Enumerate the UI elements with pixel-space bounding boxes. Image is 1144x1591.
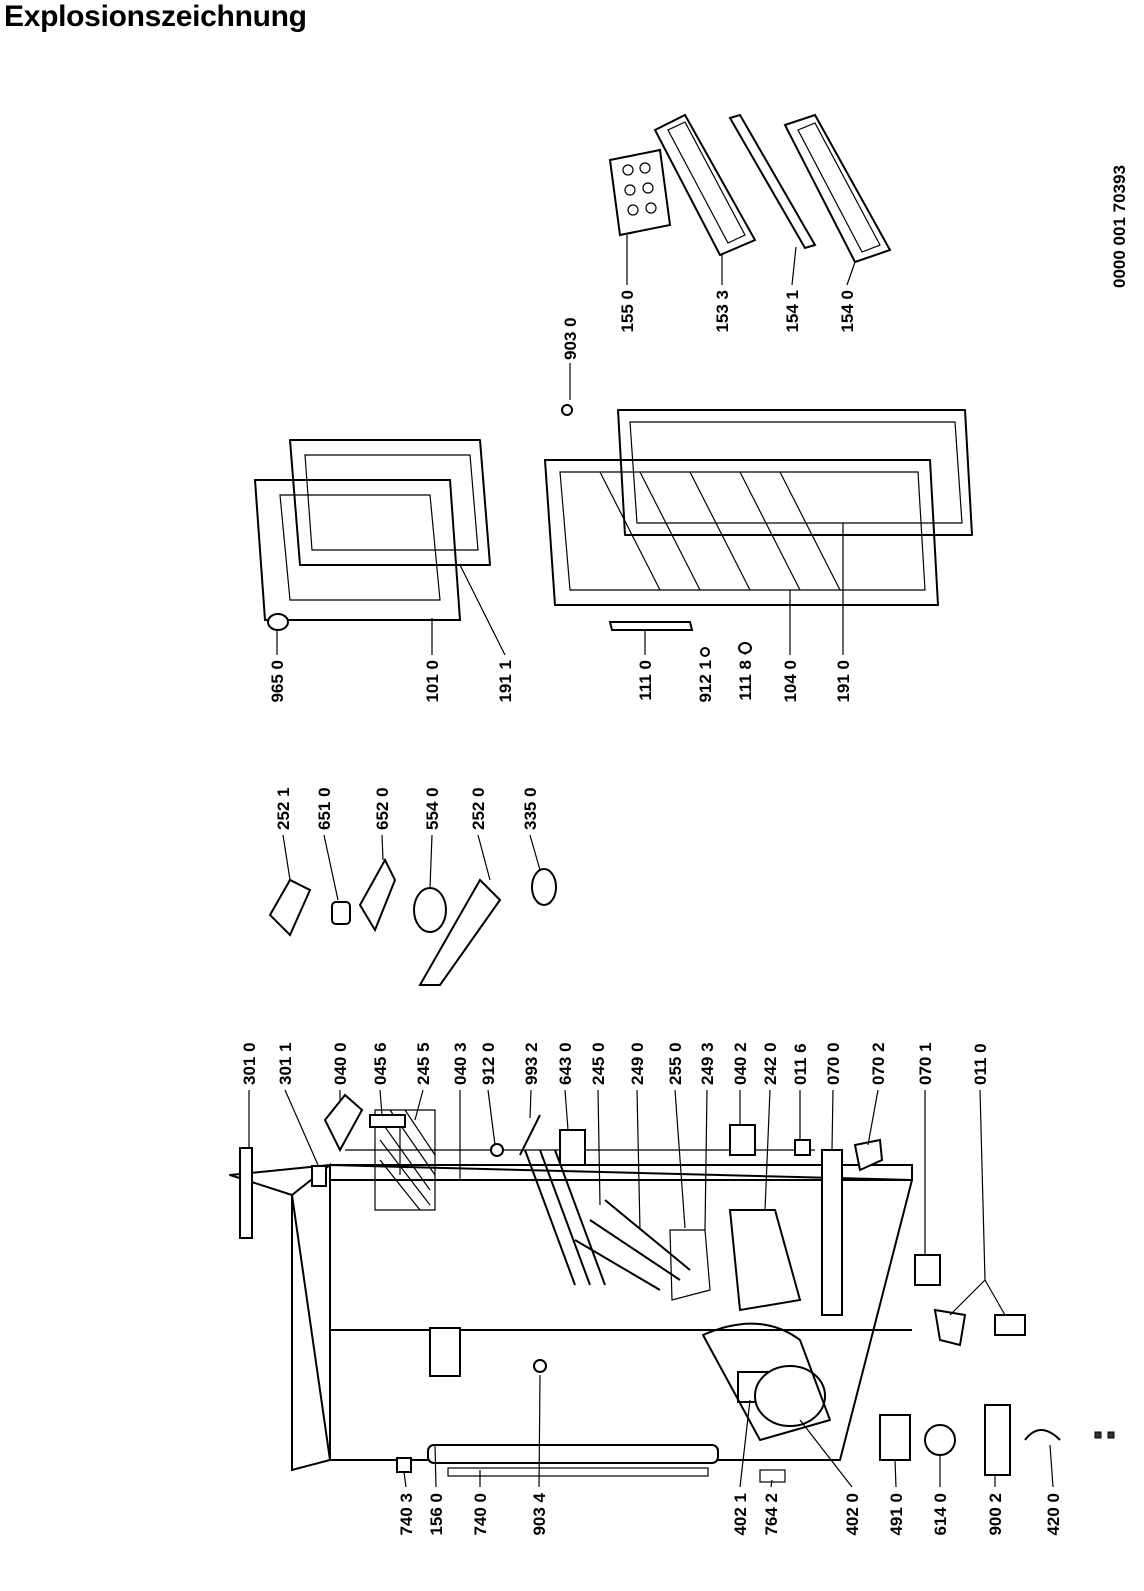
part-label: 912 1 (696, 660, 715, 703)
part-label: 255 0 (666, 1042, 685, 1085)
part-label: 740 0 (471, 1493, 490, 1536)
part-label: 153 3 (713, 290, 732, 333)
part-label: 156 0 (427, 1493, 446, 1536)
part-label: 191 0 (834, 660, 853, 703)
part-label: 402 1 (731, 1493, 750, 1536)
drawing-number: 0000 001 70393 (1110, 165, 1129, 288)
part-label: 900 2 (986, 1493, 1005, 1536)
part-label: 903 4 (530, 1492, 549, 1535)
part-label: 011 0 (971, 1043, 990, 1085)
part-label: 643 0 (556, 1042, 575, 1085)
part-label: 104 0 (781, 660, 800, 703)
part-label: 965 0 (268, 660, 287, 703)
part-label: 245 5 (414, 1042, 433, 1085)
part-label: 764 2 (762, 1493, 781, 1536)
part-label: 652 0 (373, 787, 392, 830)
part-label: 252 1 (274, 787, 293, 830)
part-label: 191 1 (496, 660, 515, 703)
electrical-parts-illustration (879, 1404, 1115, 1476)
part-number-labels: 740 3 156 0 740 0 903 4 402 1 764 2 402 … (240, 165, 1129, 1535)
part-label: 040 3 (451, 1042, 470, 1085)
part-label: 252 0 (469, 787, 488, 830)
part-label: 335 0 (521, 787, 540, 830)
part-label: 101 0 (423, 660, 442, 703)
part-label: 154 0 (838, 290, 857, 333)
part-label: 154 1 (783, 290, 802, 333)
part-label: 402 0 (843, 1493, 862, 1536)
door-bins-illustration (608, 113, 892, 264)
part-label: 554 0 (423, 787, 442, 830)
part-label: 242 0 (761, 1042, 780, 1085)
part-label: 070 1 (916, 1042, 935, 1085)
part-label: 249 3 (698, 1042, 717, 1085)
part-label: 301 0 (240, 1042, 259, 1085)
leader-lines (248, 235, 1054, 1488)
part-label: 111 8 (736, 660, 755, 701)
part-label: 040 2 (731, 1042, 750, 1085)
freezer-door-illustration (253, 439, 491, 631)
part-label: 045 6 (371, 1042, 390, 1085)
part-label: 070 0 (824, 1042, 843, 1085)
part-label: 614 0 (931, 1493, 950, 1536)
fridge-door-illustration (543, 404, 973, 657)
part-label: 245 0 (589, 1042, 608, 1085)
part-label: 420 0 (1044, 1493, 1063, 1536)
part-label: 491 0 (887, 1493, 906, 1536)
part-label: 070 2 (869, 1042, 888, 1085)
thermostat-assembly-illustration (268, 857, 557, 986)
part-label: 651 0 (315, 787, 334, 830)
part-label: 740 3 (397, 1493, 416, 1536)
part-label: 903 0 (561, 317, 580, 360)
cabinet-hardware-illustration (323, 1093, 1026, 1347)
part-label: 111 0 (636, 660, 655, 701)
part-label: 011 6 (791, 1043, 810, 1085)
part-label: 155 0 (618, 290, 637, 333)
part-label: 249 0 (628, 1042, 647, 1085)
part-label: 040 0 (331, 1042, 350, 1085)
part-label: 993 2 (522, 1042, 541, 1085)
part-label: 912 0 (479, 1042, 498, 1085)
page-title: Explosionszeichnung (4, 0, 307, 33)
part-label: 301 1 (276, 1042, 295, 1085)
